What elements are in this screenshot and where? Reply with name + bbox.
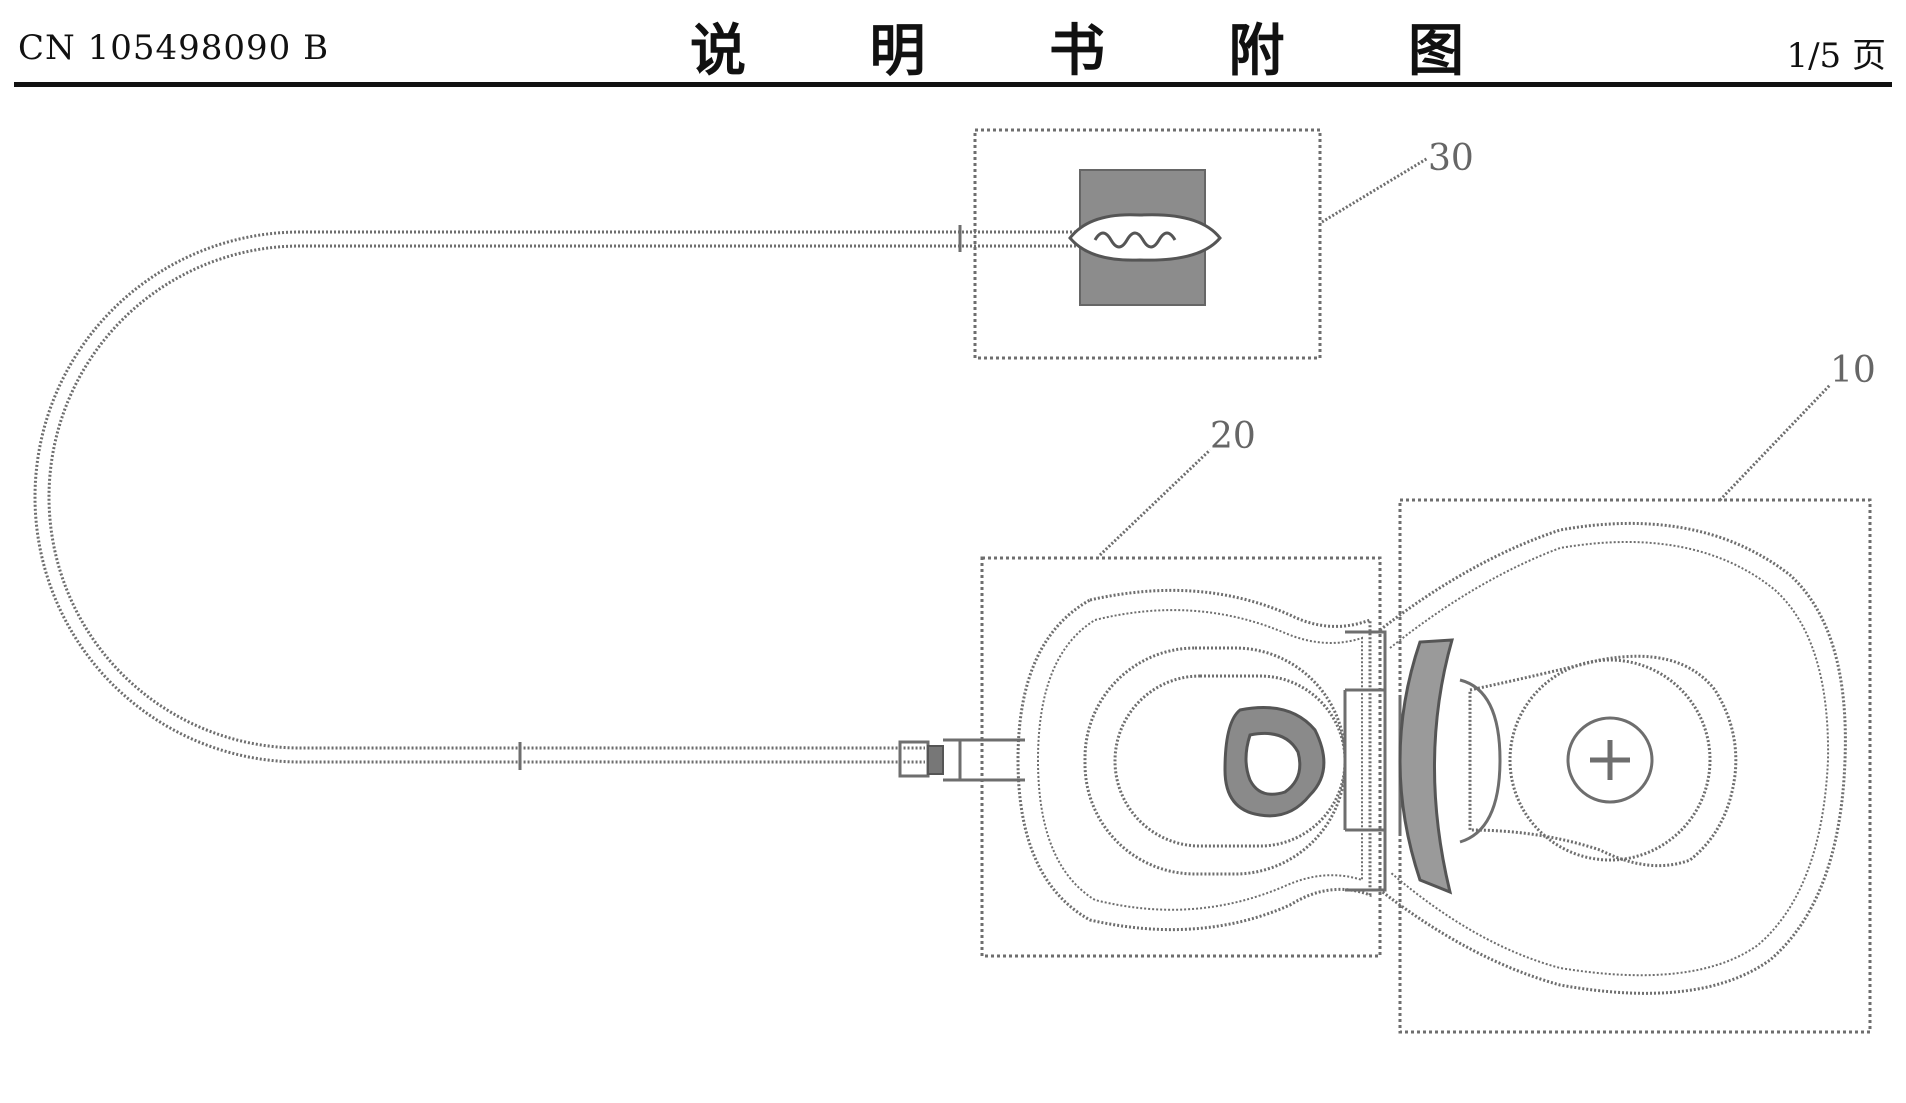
body-10-outer: [1379, 521, 1847, 995]
ref-label-30: 30: [1428, 138, 1474, 179]
screw-slot: [1590, 740, 1630, 780]
leader-20: [1098, 448, 1212, 557]
ref-label-10: 10: [1830, 350, 1876, 391]
box-10: [1398, 498, 1872, 1034]
sensor-coil: [1093, 231, 1177, 249]
body-20-inner: [1036, 609, 1363, 911]
leader-10: [1718, 383, 1832, 502]
publication-number: CN 105498090 B: [18, 28, 330, 68]
page-title: 说 明 书 附 图: [690, 19, 1516, 84]
leader-30: [1321, 156, 1429, 224]
connector-neck: [943, 738, 1025, 782]
box-30: [973, 128, 1322, 360]
track-outer: [1083, 646, 1347, 876]
ref-label-20: 20: [1210, 416, 1256, 457]
neck-links: [1345, 630, 1387, 892]
cap-arc: [1459, 678, 1502, 844]
connector-ring: [927, 745, 944, 775]
box-20: [980, 556, 1382, 958]
page-header: CN 105498090 B 说 明 书 附 图 1/5 页: [0, 0, 1906, 90]
header-rule: [14, 82, 1892, 87]
page-number: 1/5 页: [1786, 36, 1886, 76]
sensor-window: [1068, 213, 1222, 262]
screw-head: [1566, 716, 1654, 804]
housing-circle: [1508, 658, 1712, 862]
crescent-cap: [1398, 638, 1455, 895]
neck-channel: [1343, 690, 1402, 835]
cable-inner: [47, 244, 1080, 750]
ring-hole: [1244, 731, 1302, 796]
cable-outer: [33, 230, 1080, 764]
body-20-outer: [1016, 588, 1372, 932]
